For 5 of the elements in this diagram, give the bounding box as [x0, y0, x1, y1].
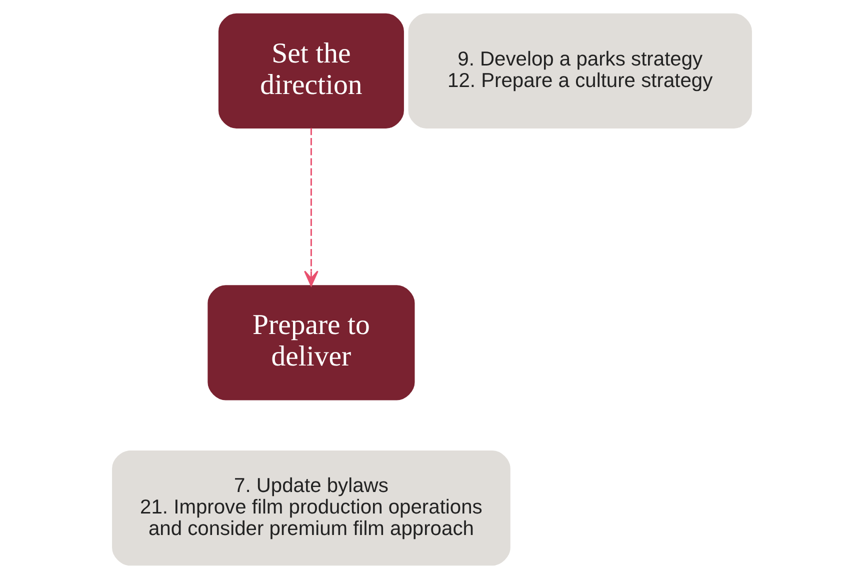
node-box: 7. Update bylaws 21. Improve film production operations and consider premium film approach: [112, 450, 510, 566]
node-box: 9. Develop a parks strategy 12. Prepare a culture strategy: [408, 13, 752, 128]
arrow: [304, 128, 318, 286]
node-box: Set the direction: [218, 13, 404, 128]
node-box: Prepare to deliver: [208, 285, 415, 400]
